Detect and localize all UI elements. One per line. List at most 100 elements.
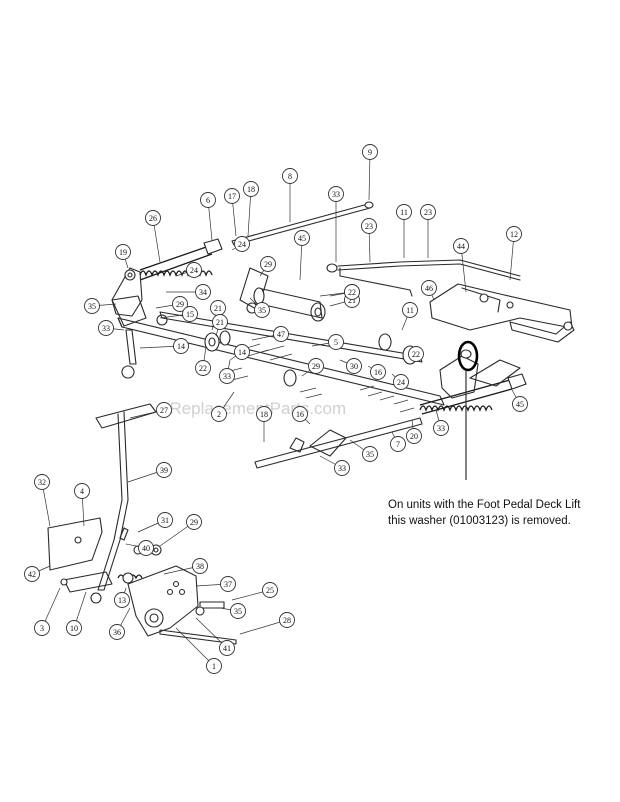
callout-circle — [34, 474, 50, 490]
note-line-1: On units with the Foot Pedal Deck Lift — [388, 499, 581, 511]
callout-circle — [220, 576, 236, 592]
callout-number: 33 — [102, 324, 110, 333]
callout-44: 44 — [453, 238, 469, 293]
callout-number: 35 — [258, 306, 266, 315]
callout-number: 11 — [400, 208, 408, 217]
callout-leader — [175, 627, 215, 667]
callout-circle — [84, 298, 100, 314]
callout-29: 29 — [259, 256, 276, 277]
callout-33: 33 — [98, 320, 125, 336]
callout-24: 24 — [231, 236, 250, 252]
callout-22: 22 — [329, 284, 360, 300]
callout-circle — [390, 436, 406, 452]
callout-circle — [328, 334, 344, 350]
callout-number: 25 — [266, 586, 274, 595]
callout-circle — [230, 603, 246, 619]
callout-35: 35 — [84, 298, 117, 314]
callout-number: 46 — [425, 284, 433, 293]
callout-18: 18 — [243, 181, 259, 237]
callout-circle — [114, 592, 130, 608]
callout-24: 24 — [391, 373, 409, 390]
callout-circle — [408, 346, 424, 362]
callout-number: 33 — [332, 190, 340, 199]
callout-number: 8 — [288, 172, 292, 181]
callout-11: 11 — [396, 204, 412, 258]
callout-number: 16 — [374, 368, 382, 377]
callout-number: 24 — [397, 378, 405, 387]
callout-circle — [156, 402, 172, 418]
callout-28: 28 — [239, 612, 295, 635]
callout-circle — [256, 406, 272, 422]
callout-number: 35 — [366, 450, 374, 459]
callout-circle — [421, 280, 437, 296]
callout-number: 45 — [516, 400, 524, 409]
callout-circle — [308, 358, 324, 374]
callout-number: 7 — [396, 440, 400, 449]
callout-27: 27 — [129, 402, 172, 419]
callout-8: 8 — [282, 168, 298, 222]
callout-circle — [138, 540, 154, 556]
callout-leader — [239, 619, 288, 635]
callout-circle — [393, 374, 409, 390]
callout-45: 45 — [511, 389, 528, 412]
callout-number: 29 — [264, 260, 272, 269]
callout-circle — [433, 420, 449, 436]
callout-number: 13 — [118, 596, 126, 605]
callout-number: 23 — [424, 208, 432, 217]
callout-number: 38 — [196, 562, 204, 571]
callout-number: 22 — [412, 350, 420, 359]
callout-35: 35 — [349, 439, 378, 462]
callout-circle — [109, 624, 125, 640]
callout-circle — [328, 186, 344, 202]
callout-circle — [506, 226, 522, 242]
callout-number: 10 — [70, 624, 78, 633]
callout-layer: 9861718263311232445234412192429222111353… — [24, 144, 528, 674]
callout-number: 14 — [177, 342, 185, 351]
callout-number: 5 — [334, 338, 338, 347]
callout-1: 1 — [175, 627, 222, 674]
callout-24: 24 — [175, 262, 202, 278]
callout-41: 41 — [195, 617, 235, 656]
callout-circle — [200, 192, 216, 208]
callout-number: 39 — [160, 466, 168, 475]
callout-circle — [370, 364, 386, 380]
callout-number: 18 — [247, 185, 255, 194]
upper-lift-assembly — [111, 201, 575, 469]
callout-number: 20 — [410, 432, 418, 441]
callout-2: 2 — [211, 391, 235, 422]
callout-circle — [292, 406, 308, 422]
callout-leader — [368, 151, 371, 201]
callout-33: 33 — [219, 359, 235, 384]
callout-23: 23 — [361, 218, 377, 263]
callout-30: 30 — [339, 358, 362, 374]
callout-number: 19 — [119, 248, 127, 257]
callout-number: 21 — [216, 318, 224, 327]
callout-14: 14 — [139, 338, 189, 354]
callout-number: 34 — [199, 288, 207, 297]
callout-5: 5 — [311, 334, 344, 350]
callout-circle — [294, 230, 310, 246]
callout-number: 23 — [365, 222, 373, 231]
callout-number: 28 — [283, 616, 291, 625]
callout-16: 16 — [367, 364, 386, 380]
callout-34: 34 — [166, 284, 211, 300]
callout-33: 33 — [319, 455, 350, 476]
callout-47: 47 — [251, 326, 289, 342]
callout-circle — [234, 236, 250, 252]
callout-26: 26 — [145, 210, 161, 263]
callout-circle — [254, 302, 270, 318]
callout-number: 18 — [260, 410, 268, 419]
callout-20: 20 — [406, 419, 422, 444]
callout-number: 31 — [161, 516, 169, 525]
callout-22: 22 — [195, 345, 211, 376]
callout-number: 2 — [217, 410, 221, 419]
callout-circle — [192, 558, 208, 574]
callout-circle — [186, 514, 202, 530]
callout-45: 45 — [294, 230, 310, 281]
callout-number: 33 — [437, 424, 445, 433]
callout-number: 30 — [350, 362, 358, 371]
callout-number: 22 — [348, 288, 356, 297]
callout-31: 31 — [137, 512, 173, 533]
callout-circle — [186, 262, 202, 278]
